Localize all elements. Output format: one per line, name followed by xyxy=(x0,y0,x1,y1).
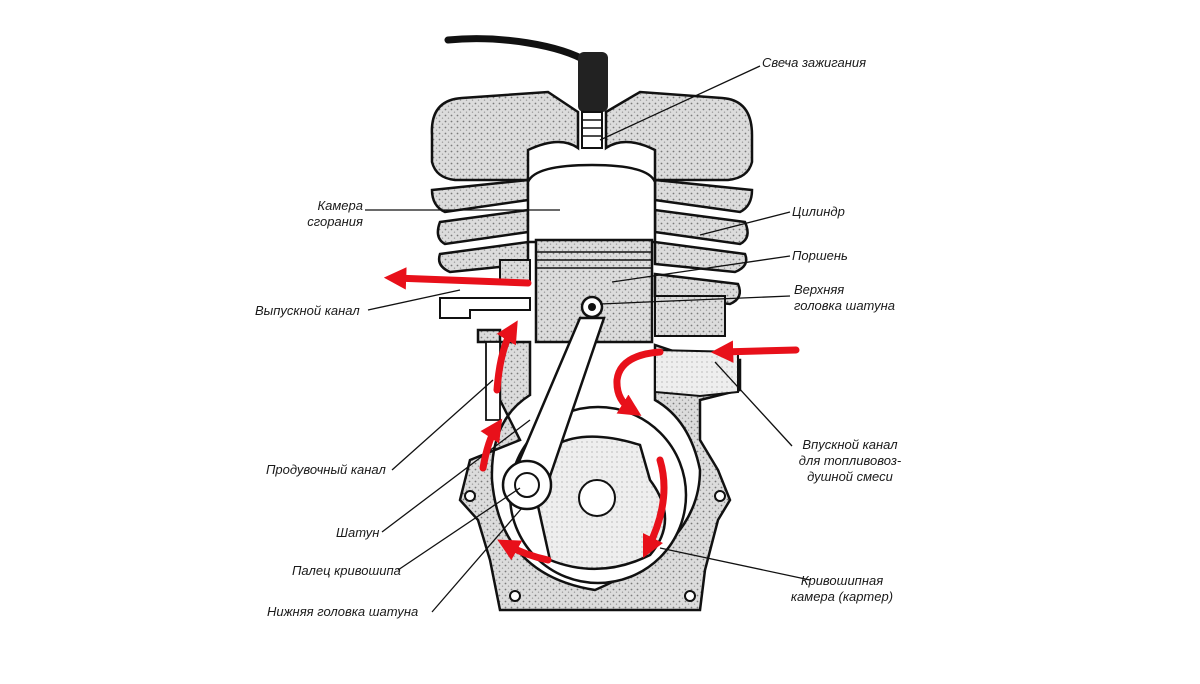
label-cylinder: Цилиндр xyxy=(792,204,845,219)
crankshaft xyxy=(578,479,616,517)
flow-arrows xyxy=(383,267,800,564)
leader-lines xyxy=(365,65,811,613)
crank-flow-arrow-right xyxy=(642,456,668,559)
label-crank-pin: Палец кривошипа xyxy=(292,563,401,578)
label-upper-rod-end: Верхняя головка шатуна xyxy=(794,282,895,313)
label-connecting-rod: Шатун xyxy=(336,525,380,540)
spark-plug xyxy=(581,111,603,149)
crank-flow-arrow-bottom xyxy=(497,539,552,564)
label-intake-port: Впускной канал для топливовоз- душной см… xyxy=(798,437,902,484)
transfer-flow-arrow-upper xyxy=(493,320,518,394)
combustion-chamber xyxy=(526,163,657,244)
label-spark-plug: Свеча зажигания xyxy=(762,55,867,70)
cylinder-wall-right xyxy=(654,295,726,337)
label-lower-rod-end: Нижняя головка шатуна xyxy=(267,604,419,619)
ignition-cable xyxy=(444,35,592,66)
spark-plug-cap xyxy=(578,52,608,112)
label-exhaust-port: Выпускной канал xyxy=(255,303,360,318)
label-piston: Поршень xyxy=(792,248,848,263)
cooling-fins xyxy=(430,178,754,306)
exhaust-port xyxy=(439,297,531,319)
label-transfer-port: Продувочный канал xyxy=(266,462,386,477)
intake-swirl-arrow xyxy=(613,348,664,416)
exhaust-flow-arrow xyxy=(383,267,532,290)
crank-pin xyxy=(514,472,540,498)
transfer-flow-arrow-lower xyxy=(479,418,503,472)
cylinder-head xyxy=(430,90,754,182)
bolt-holes xyxy=(464,490,726,602)
label-crankcase: Кривошипная камера (картер) xyxy=(790,573,894,604)
label-combustion-chamber: Камера сгорания xyxy=(307,198,363,229)
intake-flow-arrow xyxy=(710,340,800,363)
